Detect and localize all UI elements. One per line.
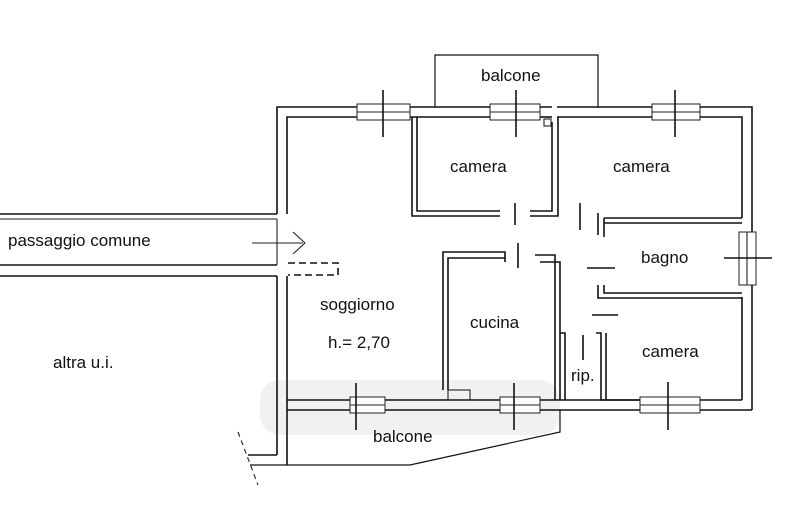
entrance-arrow-icon bbox=[252, 231, 306, 255]
label-living-room: soggiorno bbox=[320, 295, 395, 314]
label-other-unit: altra u.i. bbox=[53, 353, 113, 372]
common-passage bbox=[0, 213, 278, 277]
label-common-passage: passaggio comune bbox=[8, 231, 151, 250]
label-ceiling-height: h.= 2,70 bbox=[328, 333, 390, 352]
window-top-left bbox=[356, 90, 411, 137]
label-bathroom: bagno bbox=[641, 248, 688, 267]
label-storage: rip. bbox=[571, 366, 595, 385]
window-bottom-kitchen bbox=[499, 383, 541, 430]
label-kitchen: cucina bbox=[470, 313, 520, 332]
label-bedroom-3: camera bbox=[642, 342, 699, 361]
watermark bbox=[260, 380, 560, 435]
label-bedroom-2: camera bbox=[613, 157, 670, 176]
interior-walls bbox=[411, 117, 742, 401]
window-top-balcony bbox=[489, 90, 541, 137]
threshold-dashed bbox=[288, 262, 339, 276]
window-top-right bbox=[651, 90, 701, 137]
balcony-bottom-outline bbox=[237, 410, 561, 486]
window-bottom-living bbox=[349, 383, 386, 430]
label-balcony-top: balcone bbox=[481, 66, 541, 85]
balcony-top-outline bbox=[434, 54, 599, 107]
window-bottom-bedroom bbox=[639, 382, 701, 430]
label-balcony-bottom: balcone bbox=[373, 427, 433, 446]
door-leaves bbox=[514, 203, 618, 360]
label-bedroom-1: camera bbox=[450, 157, 507, 176]
window-bathroom bbox=[724, 231, 772, 286]
